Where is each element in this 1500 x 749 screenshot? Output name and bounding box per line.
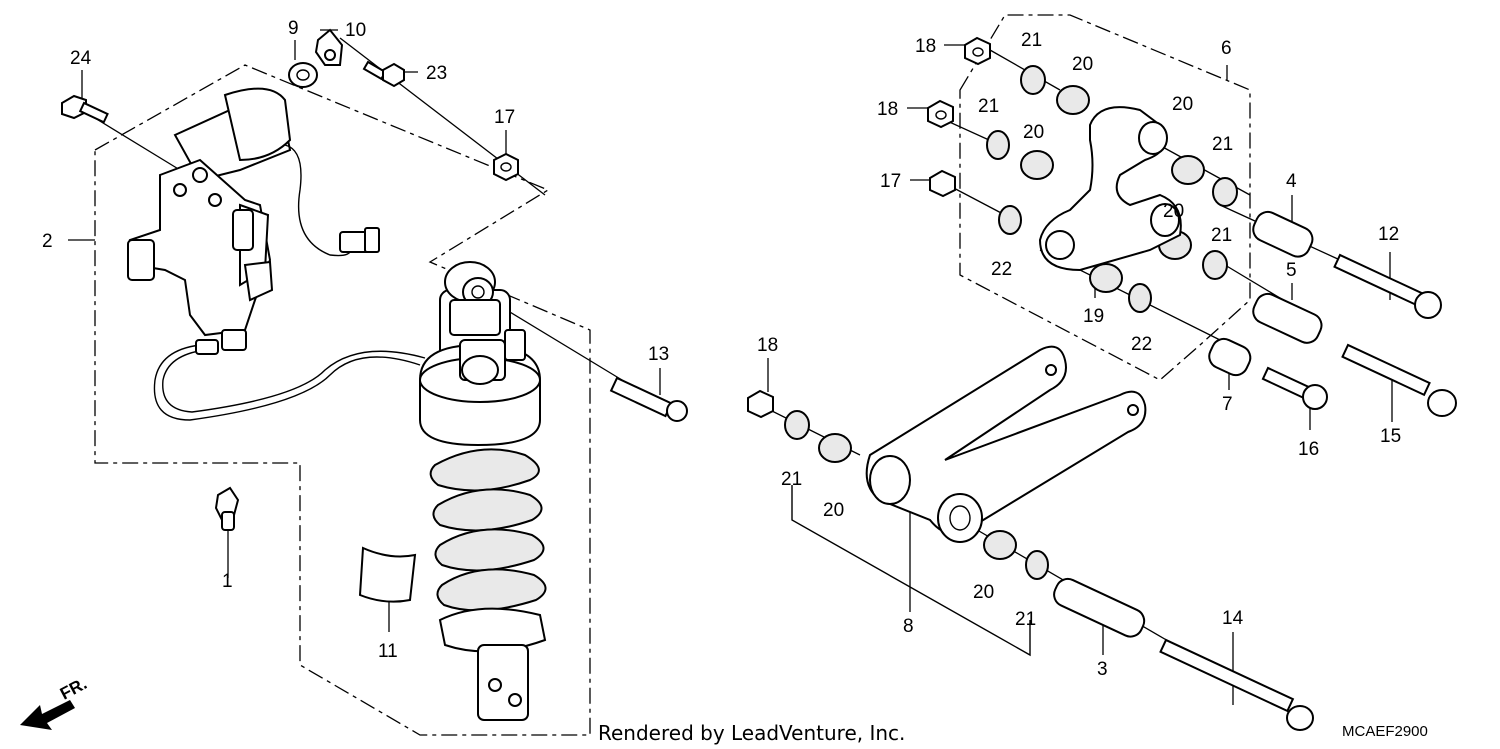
shock-adjuster-motor-2 <box>127 87 426 421</box>
callout-21-a: 21 <box>1021 30 1042 51</box>
callout-21-b: 21 <box>978 96 999 117</box>
callout-2: 2 <box>42 231 53 252</box>
callout-18-top: 18 <box>915 36 936 57</box>
callout-21-e: 21 <box>781 469 802 490</box>
bolt-16 <box>1261 366 1328 410</box>
bolt-13 <box>609 376 688 422</box>
bolt-24 <box>61 94 109 124</box>
callout-20-e: 20 <box>823 500 844 521</box>
callout-20-b: 20 <box>1023 122 1044 143</box>
callout-20-c: 20 <box>1172 94 1193 115</box>
rod-assembly-group-outline <box>791 485 1031 657</box>
callout-14: 14 <box>1222 608 1244 629</box>
callout-20-f: 20 <box>973 582 994 603</box>
bolt-23 <box>362 60 405 88</box>
callout-7: 7 <box>1222 394 1233 415</box>
nut-17-right <box>929 169 956 198</box>
callout-labels: 1 2 3 4 5 6 7 8 9 10 11 12 13 14 15 16 1… <box>42 18 1401 680</box>
callout-6: 6 <box>1221 38 1232 59</box>
callout-19: 19 <box>1083 306 1104 327</box>
callout-15: 15 <box>1380 426 1401 447</box>
washers-and-bearings-lower <box>784 410 1049 580</box>
rear-shock-absorber <box>419 261 547 721</box>
front-direction-label: FR. <box>57 674 90 704</box>
callout-3: 3 <box>1097 659 1108 680</box>
callout-4: 4 <box>1286 171 1297 192</box>
nut-18-mid <box>927 99 954 129</box>
clamp-10 <box>314 28 344 66</box>
callout-23: 23 <box>426 63 447 84</box>
callout-12: 12 <box>1378 224 1399 245</box>
collar-5 <box>1252 292 1323 344</box>
callout-13: 13 <box>648 344 669 365</box>
callout-10: 10 <box>345 20 366 41</box>
front-direction-arrow-icon <box>20 700 75 730</box>
callout-22-b: 22 <box>1131 334 1152 355</box>
callout-5: 5 <box>1286 260 1297 281</box>
collar-3 <box>1053 577 1146 638</box>
shock-assembly-group-outline <box>94 64 591 736</box>
callout-17-left: 17 <box>494 107 515 128</box>
callout-8: 8 <box>903 616 914 637</box>
nut-18-lower <box>747 389 774 419</box>
bolt-15 <box>1341 343 1457 417</box>
callout-20-d: 20 <box>1163 201 1184 222</box>
bolt-12 <box>1333 253 1442 319</box>
callout-11: 11 <box>378 641 398 662</box>
bolt-14 <box>1159 638 1314 731</box>
callout-9: 9 <box>288 18 299 39</box>
callout-21-f: 21 <box>1015 609 1036 630</box>
callout-16: 16 <box>1298 439 1319 460</box>
collar-4 <box>1252 210 1314 258</box>
cushion-rod-8 <box>865 345 1147 543</box>
callout-24: 24 <box>70 48 92 69</box>
callout-22-a: 22 <box>991 259 1012 280</box>
label-11 <box>358 546 417 603</box>
nut-17-left <box>493 152 519 182</box>
shock-arm-6 <box>1038 106 1182 272</box>
callout-21-d: 21 <box>1211 225 1232 246</box>
callout-17-right: 17 <box>880 171 901 192</box>
callout-1: 1 <box>222 571 233 592</box>
collar-9 <box>288 62 318 88</box>
callout-21-c: 21 <box>1212 134 1233 155</box>
washers-and-bearings-upper <box>986 65 1238 313</box>
nut-18-top <box>964 36 991 66</box>
collar-7 <box>1208 337 1252 377</box>
callout-20-a: 20 <box>1072 54 1093 75</box>
clip-1 <box>214 486 240 531</box>
callout-18-lower: 18 <box>757 335 778 356</box>
rendered-by-credit: Rendered by LeadVenture, Inc. <box>598 721 905 745</box>
callout-18-mid: 18 <box>877 99 898 120</box>
diagram-code: MCAEF2900 <box>1342 723 1428 740</box>
